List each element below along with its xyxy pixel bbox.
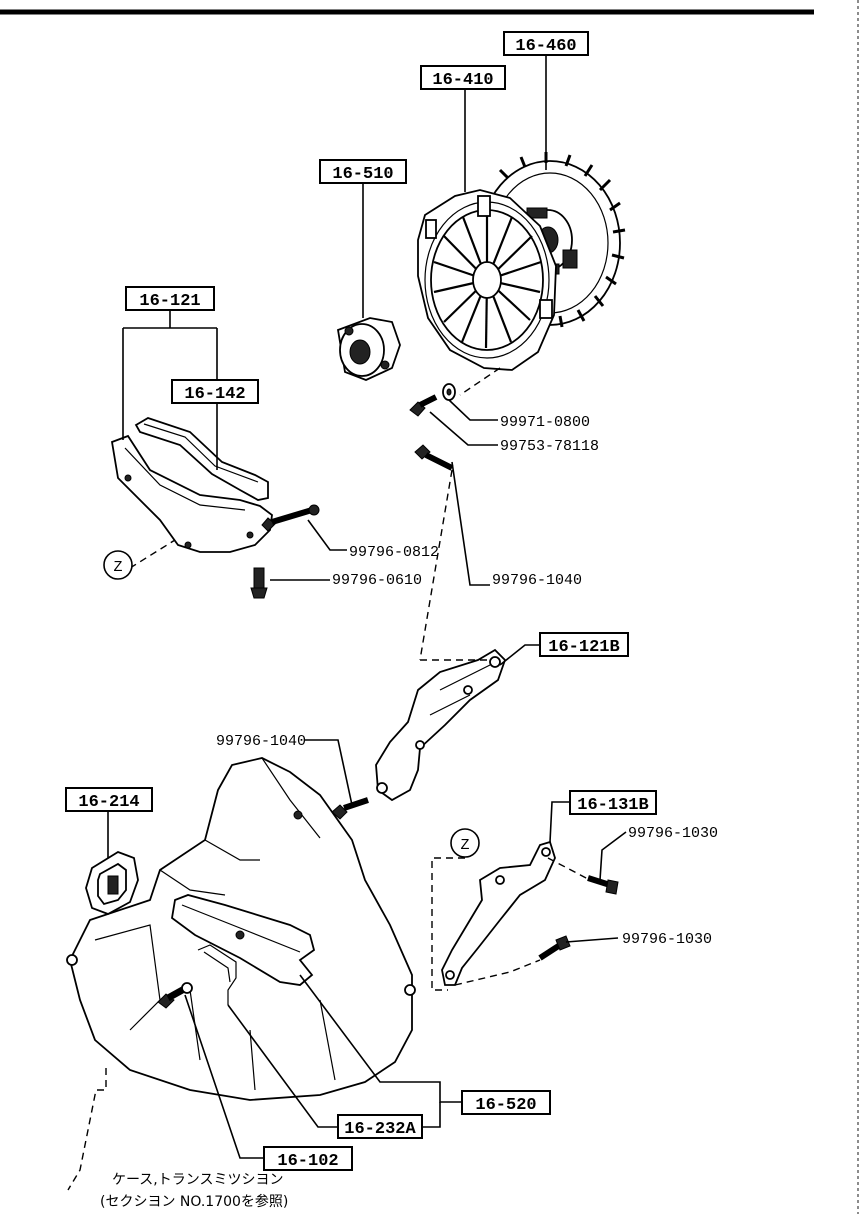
svg-text:16-121B: 16-121B bbox=[548, 638, 619, 657]
bolt-99796-0610 bbox=[250, 567, 268, 599]
bracket-16-121b bbox=[375, 648, 507, 802]
pivot-ball bbox=[157, 982, 193, 1009]
spring-clip bbox=[197, 944, 237, 1005]
svg-text:16-520: 16-520 bbox=[475, 1096, 536, 1115]
washer-99971-0800 bbox=[442, 383, 456, 401]
bolt-99796-1030-lower bbox=[538, 935, 571, 961]
part-number-99796-1030-lower: 99796-1030 bbox=[622, 931, 712, 948]
callout-16-520: 16-520 bbox=[461, 1090, 551, 1115]
leader-lines bbox=[107, 54, 627, 1159]
callout-16-410: 16-410 bbox=[420, 65, 506, 90]
callout-16-510: 16-510 bbox=[319, 159, 407, 184]
part-number-99796-1040-upper: 99796-1040 bbox=[492, 572, 582, 589]
clutch-cover bbox=[110, 434, 273, 553]
part-number-99796-0812: 99796-0812 bbox=[349, 544, 439, 561]
svg-text:16-214: 16-214 bbox=[78, 793, 139, 812]
svg-text:16-131B: 16-131B bbox=[577, 796, 648, 815]
svg-text:16-102: 16-102 bbox=[277, 1152, 338, 1171]
bracket-16-131b bbox=[441, 840, 556, 986]
svg-text:16-410: 16-410 bbox=[432, 71, 493, 90]
bolt-99796-0812 bbox=[261, 504, 320, 532]
part-number-99796-0610: 99796-0610 bbox=[332, 572, 422, 589]
bolt-99753-78118 bbox=[409, 394, 438, 417]
dashed-guides bbox=[67, 367, 591, 1191]
callout-16-214: 16-214 bbox=[65, 787, 153, 812]
callout-16-131b: 16-131B bbox=[569, 790, 657, 815]
bolt-99796-1040-lower bbox=[331, 797, 369, 820]
svg-text:16-142: 16-142 bbox=[184, 385, 245, 404]
svg-text:16-460: 16-460 bbox=[515, 37, 576, 56]
ref-mark-z-left: Z bbox=[103, 550, 133, 580]
svg-text:16-510: 16-510 bbox=[332, 165, 393, 184]
pressure-plate bbox=[417, 189, 557, 371]
part-number-99796-1030-upper: 99796-1030 bbox=[628, 825, 718, 842]
release-fork bbox=[171, 894, 316, 986]
callout-16-102: 16-102 bbox=[263, 1146, 353, 1171]
callout-16-232a: 16-232A bbox=[337, 1114, 423, 1139]
dust-boot bbox=[85, 851, 139, 915]
callout-16-460: 16-460 bbox=[503, 31, 589, 56]
cover-plate bbox=[134, 417, 269, 501]
callout-16-121b: 16-121B bbox=[539, 632, 629, 657]
svg-text:Z: Z bbox=[113, 559, 122, 576]
svg-text:16-121: 16-121 bbox=[139, 292, 200, 311]
svg-text:16-232A: 16-232A bbox=[344, 1120, 416, 1139]
callout-16-142: 16-142 bbox=[171, 379, 259, 404]
bolt-99796-1040-upper bbox=[414, 444, 454, 471]
note-line-1: ケース,トランスミツシヨン bbox=[112, 1172, 283, 1188]
note-line-2: (セクシヨン NO.1700を参照) bbox=[100, 1193, 288, 1210]
callout-16-121: 16-121 bbox=[125, 286, 215, 311]
ref-mark-z-right: Z bbox=[450, 828, 480, 858]
svg-text:Z: Z bbox=[460, 837, 469, 854]
part-number-99753-78118: 99753-78118 bbox=[500, 438, 599, 455]
bolt-99796-1030-upper bbox=[587, 875, 619, 895]
release-bearing bbox=[336, 317, 401, 381]
part-number-99971-0800: 99971-0800 bbox=[500, 414, 590, 431]
part-number-99796-1040-lower: 99796-1040 bbox=[216, 733, 306, 750]
